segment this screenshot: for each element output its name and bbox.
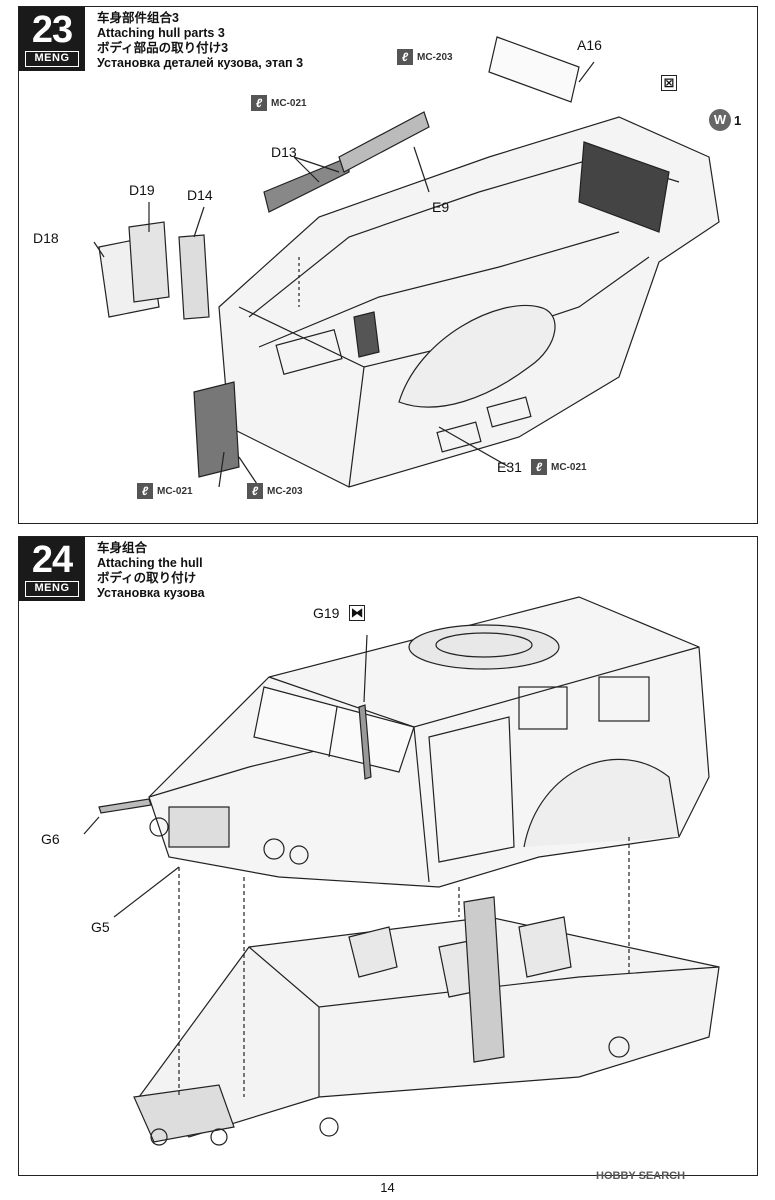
glue-icon: ℓ <box>531 459 547 475</box>
title-zh: 车身部件组合3 <box>97 11 179 25</box>
part-label-d13: D13 <box>271 144 297 160</box>
brand-logo: MENG <box>25 51 79 67</box>
title-ru: Установка кузова <box>97 586 205 600</box>
part-label-d18: D18 <box>33 230 59 246</box>
page-number: 14 <box>380 1180 395 1195</box>
title-en: Attaching hull parts 3 <box>97 26 225 40</box>
part-label-e31: E31 <box>497 459 522 475</box>
step-24-panel: 24 MENG 车身组合 Attaching the hull ボディの取り付け… <box>18 536 758 1176</box>
watermark: HOBBY SEARCH <box>596 1170 686 1182</box>
tool-mc203-bottom: ℓ MC-203 <box>247 483 303 499</box>
tool-mc021-e31: ℓ MC-021 <box>531 459 587 475</box>
part-label-d14: D14 <box>187 187 213 203</box>
glue-icon: ℓ <box>247 483 263 499</box>
glue-icon: ℓ <box>397 49 413 65</box>
step-number: 23 <box>31 9 73 51</box>
tool-label: MC-203 <box>417 51 453 63</box>
step-titles: 车身部件组合3 Attaching hull parts 3 ボディ部品の取り付… <box>97 11 303 71</box>
step-number: 24 <box>31 539 73 581</box>
paint-count: 1 <box>734 112 742 128</box>
title-zh: 车身组合 <box>97 541 148 555</box>
tool-label: MC-021 <box>271 97 307 109</box>
hull-assembly-drawing <box>83 596 720 1146</box>
step-badge: 23 MENG <box>19 7 85 71</box>
part-label-g5: G5 <box>91 919 110 935</box>
part-label-g6: G6 <box>41 831 60 847</box>
hull-interior-drawing <box>93 36 720 488</box>
glue-icon: ℓ <box>251 95 267 111</box>
tool-mc021-top: ℓ MC-021 <box>251 95 307 111</box>
title-ru: Установка деталей кузова, этап 3 <box>97 56 304 70</box>
part-label-e9: E9 <box>432 199 450 215</box>
tool-label: MC-021 <box>551 461 587 473</box>
title-en: Attaching the hull <box>97 556 203 570</box>
tool-label: MC-203 <box>267 485 303 497</box>
tool-mc203-top: ℓ MC-203 <box>397 49 453 65</box>
paint-color-icon: W <box>709 109 731 131</box>
part-label-a16: A16 <box>577 37 602 53</box>
step-titles: 车身组合 Attaching the hull ボディの取り付け Установ… <box>97 541 205 601</box>
step-23-panel: 23 MENG 车身部件组合3 Attaching hull parts 3 ボ… <box>18 6 758 524</box>
step-badge: 24 MENG <box>19 537 85 601</box>
part-label-g19: G19 <box>313 605 340 621</box>
title-ja: ボディ部品の取り付け3 <box>97 41 229 55</box>
part-label-d19: D19 <box>129 182 155 198</box>
tool-label: MC-021 <box>157 485 193 497</box>
glue-icon: ℓ <box>137 483 153 499</box>
title-ja: ボディの取り付け <box>97 571 197 585</box>
cut-part-icon: ⧓ <box>349 605 365 621</box>
brand-logo: MENG <box>25 581 79 597</box>
paint-callout: W 1 <box>709 109 741 131</box>
tool-mc021-bottom-left: ℓ MC-021 <box>137 483 193 499</box>
drill-hole-icon: ⊠ <box>661 75 677 91</box>
